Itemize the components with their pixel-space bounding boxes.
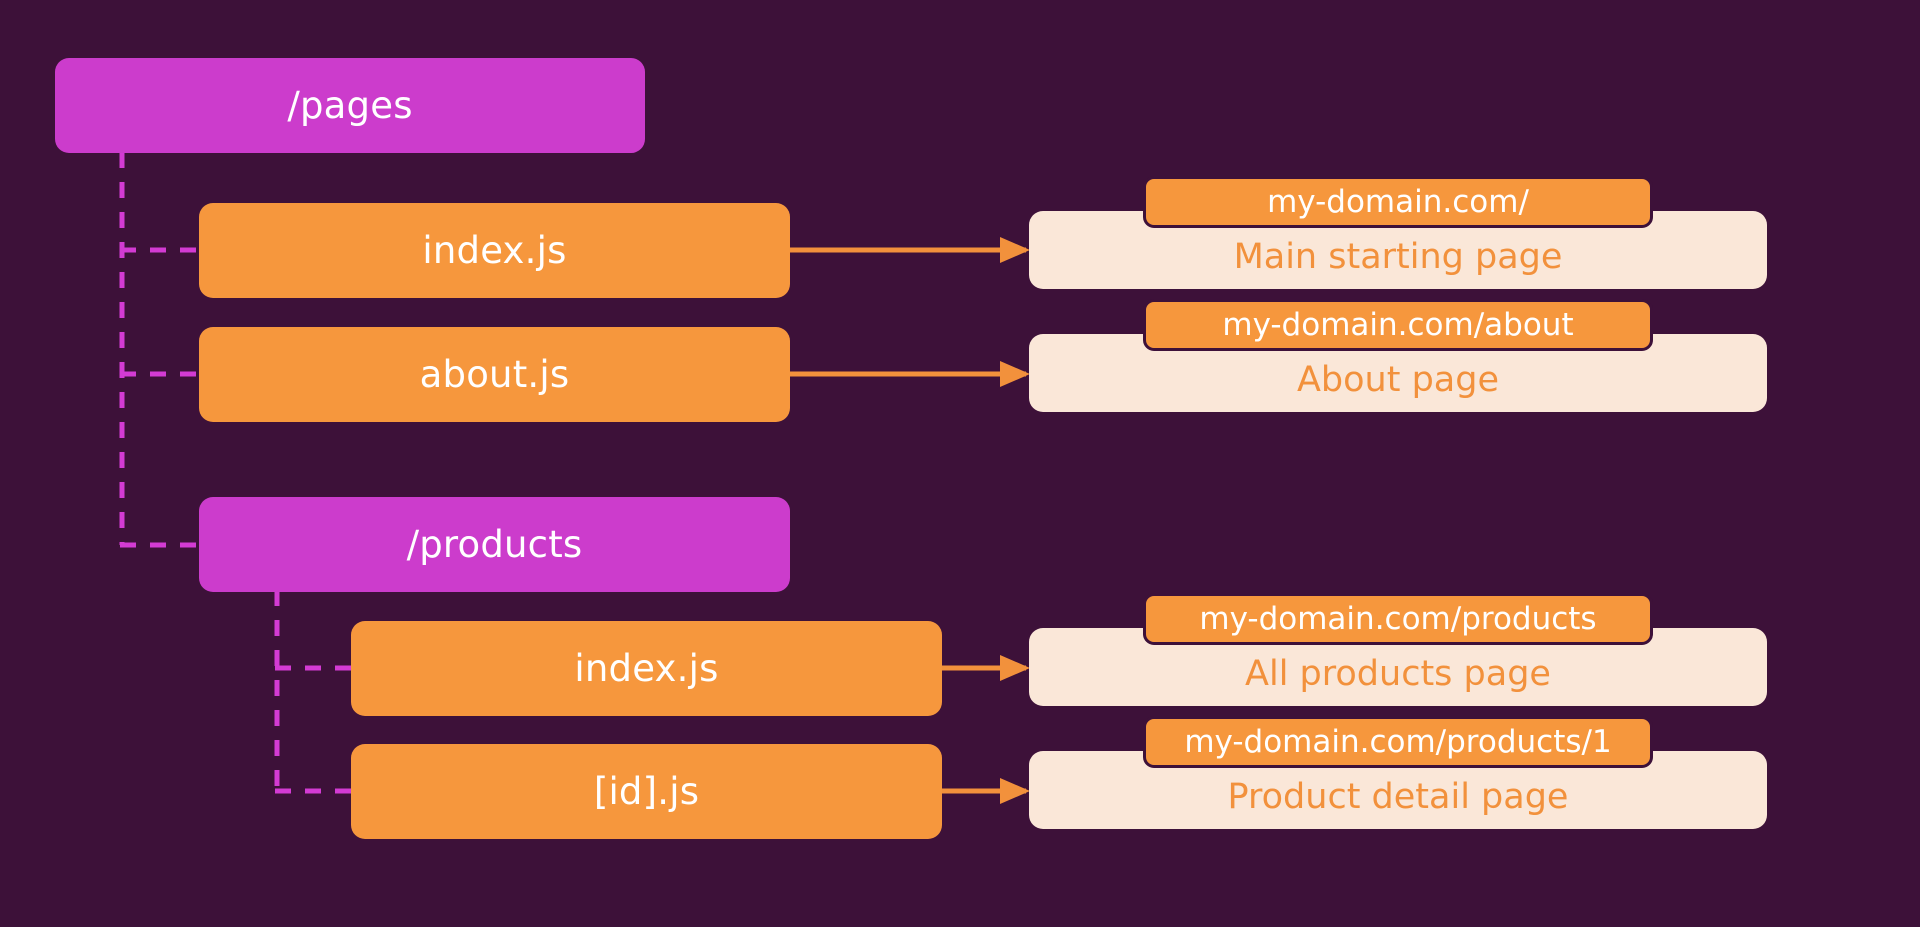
route-url-text-product-detail: my-domain.com/products/1 <box>1184 723 1612 760</box>
route-caption-about: About page <box>1296 360 1500 400</box>
tree-node-pages-label: /pages <box>287 84 413 127</box>
tree-node-products-id-js-label: [id].js <box>593 770 700 813</box>
tree-node-index-js-label: index.js <box>422 229 567 272</box>
route-url-badge-main[interactable]: my-domain.com/ <box>1143 176 1653 228</box>
route-url-badge-about[interactable]: my-domain.com/about <box>1143 299 1653 351</box>
route-caption-products: All products page <box>1245 654 1551 694</box>
route-url-text-about: my-domain.com/about <box>1222 306 1574 343</box>
tree-node-products-label: /products <box>406 523 583 566</box>
tree-node-products-index-js[interactable]: index.js <box>351 621 942 716</box>
tree-node-about-js-label: about.js <box>419 353 570 396</box>
tree-node-pages[interactable]: /pages <box>55 58 645 153</box>
route-caption-product-detail: Product detail page <box>1227 777 1569 817</box>
route-url-text-products: my-domain.com/products <box>1199 600 1597 637</box>
route-url-text-main: my-domain.com/ <box>1267 183 1529 220</box>
route-url-badge-products[interactable]: my-domain.com/products <box>1143 593 1653 645</box>
tree-node-about-js[interactable]: about.js <box>199 327 790 422</box>
route-url-badge-product-detail[interactable]: my-domain.com/products/1 <box>1143 716 1653 768</box>
tree-node-index-js[interactable]: index.js <box>199 203 790 298</box>
tree-node-products[interactable]: /products <box>199 497 790 592</box>
route-caption-main: Main starting page <box>1233 237 1563 277</box>
tree-node-products-id-js[interactable]: [id].js <box>351 744 942 839</box>
tree-node-products-index-js-label: index.js <box>574 647 719 690</box>
